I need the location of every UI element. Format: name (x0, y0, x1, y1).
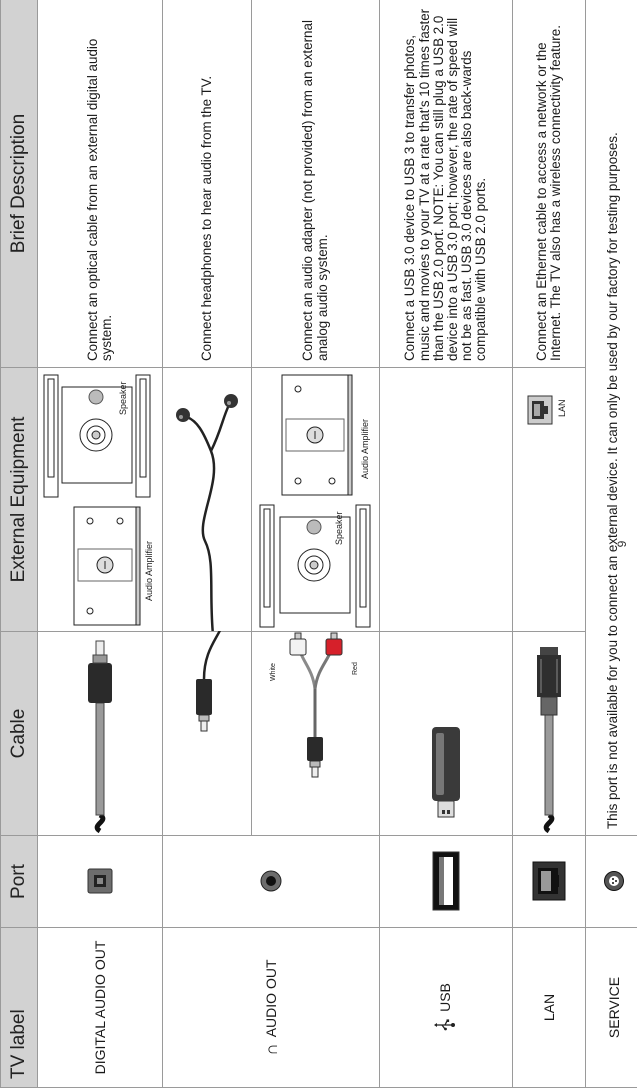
lan-caption: LAN (557, 399, 567, 417)
tv-label: AUDIO OUT (263, 959, 279, 1038)
tv-label-cell: DIGITAL AUDIO OUT (37, 927, 163, 1088)
equipment-cell: Audio Amplifier Speaker (37, 367, 163, 632)
description-cell: Connect an Ethernet cable to access a ne… (512, 0, 586, 368)
table-row-lan: LAN (512, 0, 586, 1088)
lan-jack-icon (527, 395, 553, 425)
header-port: Port (0, 835, 38, 928)
description-text: Connect an audio adapter (not provided) … (300, 20, 330, 361)
speaker-caption: Speaker (334, 511, 344, 545)
headphone-jack-icon (260, 871, 282, 892)
equipment-cell: LAN (512, 367, 586, 632)
header-tv-label: TV label (0, 927, 38, 1088)
tv-label: USB (436, 983, 453, 1012)
equipment-cell: Speaker Audio Amplifier (251, 367, 380, 632)
tv-label-cell: SERVICE (585, 927, 637, 1088)
table-row-digital-audio-out: DIGITAL AUDIO OUT (37, 0, 163, 1088)
description-text: Connect headphones to hear audio from th… (198, 75, 214, 361)
audio-amplifier-icon (281, 374, 353, 496)
header-row: TV label Port Cable External Equipment B… (0, 0, 38, 1088)
equipment-group: LAN (513, 368, 585, 631)
optical-cable-icon (88, 640, 112, 834)
rca-adapter-cable-icon (289, 632, 343, 778)
audio-amplifier-icon (73, 506, 141, 626)
ethernet-cable-icon (537, 647, 561, 834)
description-cell: This port is not available for you to co… (585, 0, 637, 836)
usb-flash-drive-icon (432, 727, 460, 818)
tv-label: LAN (541, 993, 557, 1022)
rca-cable-group: White Red (252, 632, 379, 835)
cable-cell (37, 631, 163, 836)
description-text: Connect an optical cable from an externa… (84, 38, 114, 361)
description-cell: Connect an optical cable from an externa… (37, 0, 163, 368)
headphones-icon (176, 394, 238, 631)
port-cell (379, 835, 513, 928)
tv-label: DIGITAL AUDIO OUT (92, 940, 108, 1075)
speaker-icon (259, 504, 371, 628)
description-cell: Connect headphones to hear audio from th… (162, 0, 252, 368)
equipment-group: Audio Amplifier Speaker (38, 368, 162, 631)
rca-red-label: Red (352, 662, 359, 675)
rca-white-label: White (270, 663, 277, 681)
port-cell (585, 835, 637, 928)
table-row-audio-out: ∩ AUDIO OUT (162, 0, 380, 1088)
port-cell (162, 835, 380, 928)
tv-label-cell: ∩ AUDIO OUT (162, 927, 380, 1088)
service-port-icon (603, 871, 624, 892)
cable-cell (379, 631, 513, 836)
tv-label-cell: USB (379, 927, 513, 1088)
description-cell: Connect a USB 3.0 device to USB 3 to tra… (379, 0, 513, 368)
page-number: 9 (615, 540, 629, 548)
port-cell (512, 835, 586, 928)
equipment-cell (162, 367, 252, 632)
audio-amplifier-caption: Audio Amplifier (144, 540, 154, 601)
description-text: Connect an Ethernet cable to access a ne… (533, 25, 563, 361)
headphones-cable-icon (196, 631, 227, 732)
header-brief-description: Brief Description (0, 0, 38, 368)
usb-port-icon (432, 852, 460, 911)
optical-port-icon (87, 869, 113, 894)
header-external-equipment: External Equipment (0, 367, 38, 632)
cable-cell: White Red (251, 631, 380, 836)
description-text: Connect a USB 3.0 device to USB 3 to tra… (402, 8, 489, 361)
audio-amplifier-caption: Audio Amplifier (360, 418, 370, 479)
table-row-usb: USB Connec (379, 0, 513, 1088)
headphones-icon: ∩ (261, 1043, 281, 1056)
equipment-cell (379, 367, 513, 632)
port-cell (37, 835, 163, 928)
table-row-audio-out-adapter: White Red (251, 0, 380, 1088)
tv-label-group: USB (433, 983, 456, 1032)
cable-cell (512, 631, 586, 836)
cable-cell (162, 631, 252, 836)
description-cell: Connect an audio adapter (not provided) … (251, 0, 380, 368)
speaker-caption: Speaker (118, 381, 128, 415)
table-row-service: SERVICE This port is not available for y… (585, 0, 637, 1088)
header-cable: Cable (0, 631, 38, 836)
tv-label-cell: LAN (512, 927, 586, 1088)
tv-label-group: ∩ AUDIO OUT (261, 959, 281, 1056)
usb-icon (433, 1019, 455, 1031)
speaker-icon (43, 374, 151, 498)
lan-port-icon (532, 862, 566, 901)
equipment-group: Speaker Audio Amplifier (252, 368, 379, 631)
